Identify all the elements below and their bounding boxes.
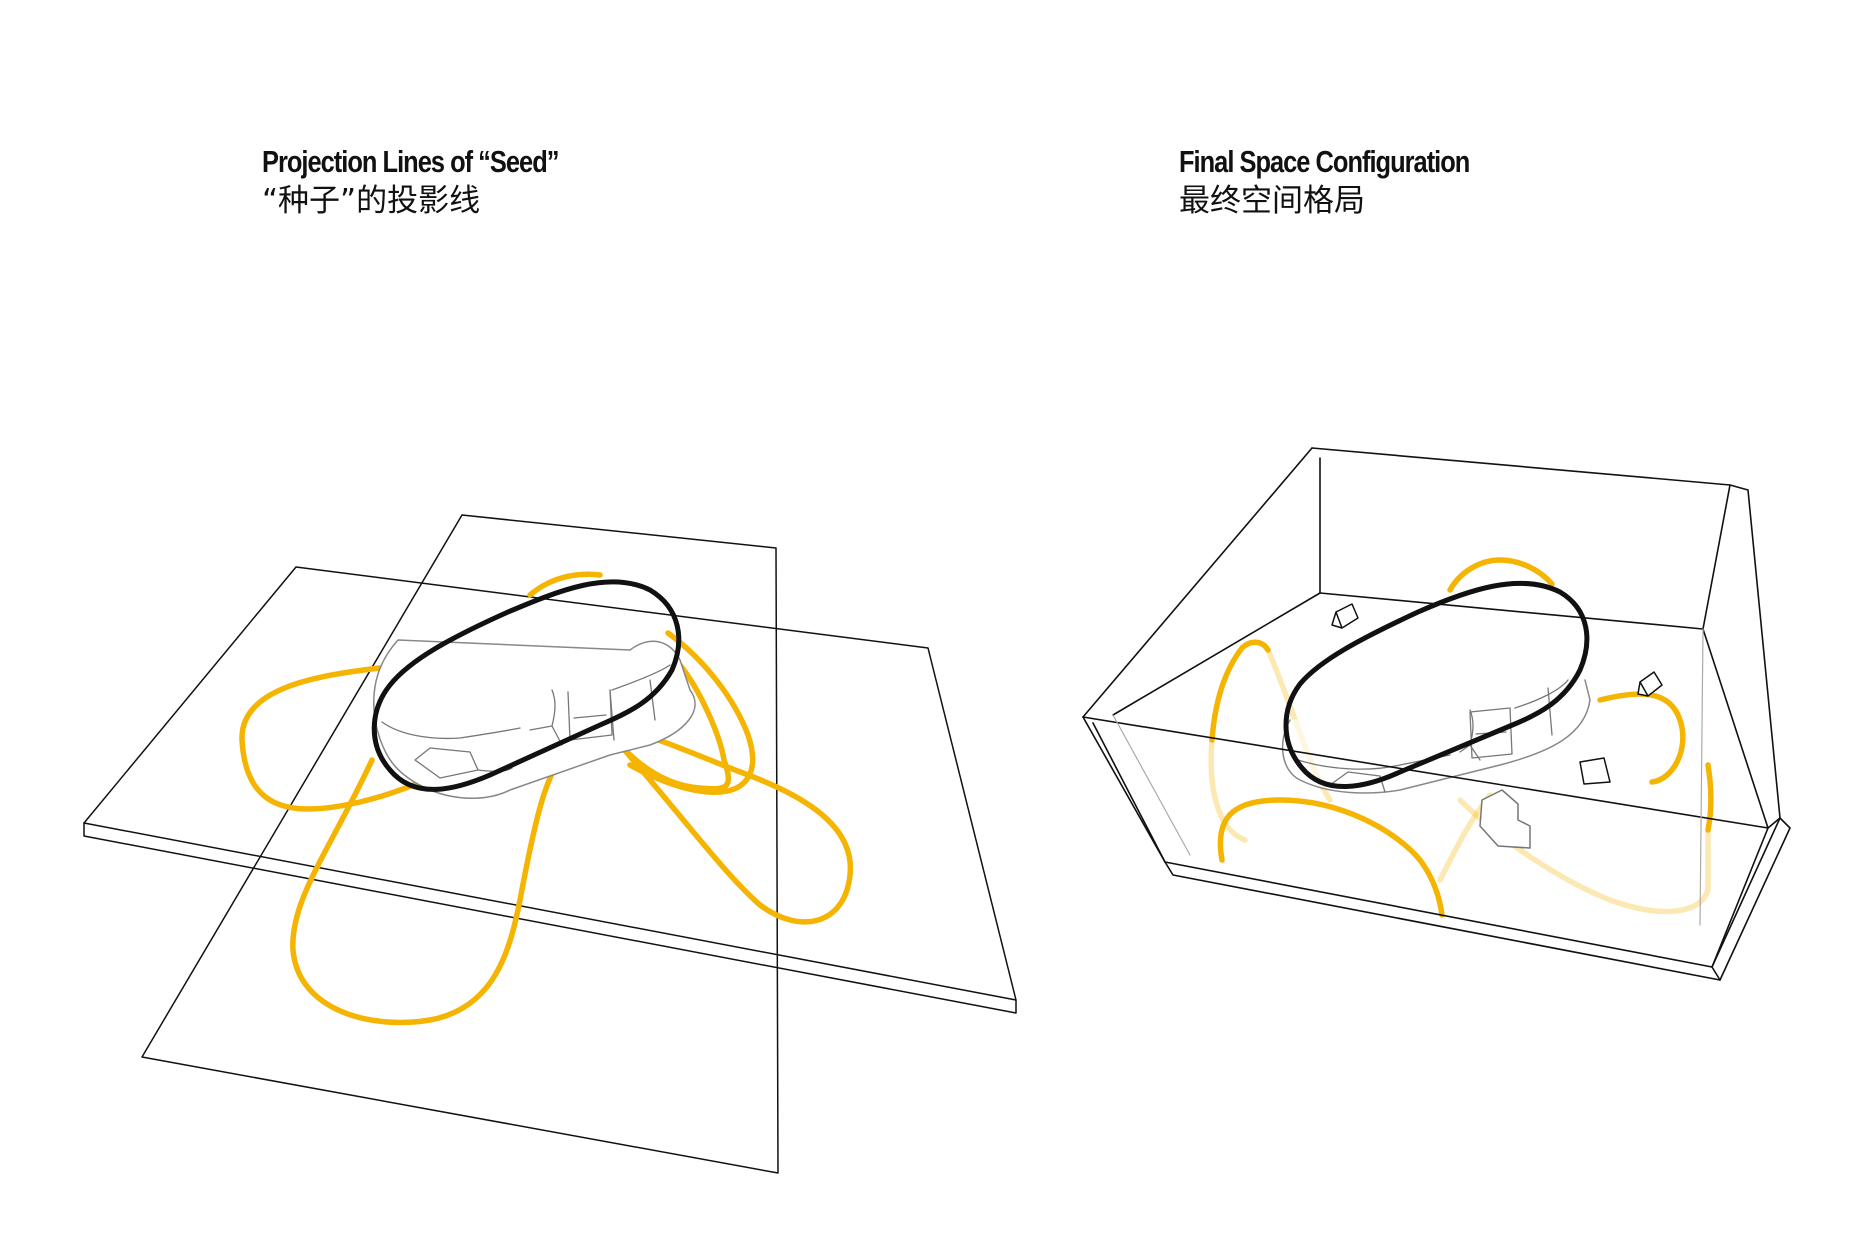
final-projection-loops xyxy=(1209,557,1714,918)
final-loop-top xyxy=(1447,557,1555,593)
projection-loop-top-right xyxy=(627,630,756,795)
projection-loop-lower xyxy=(290,757,563,1026)
projection-loop-right xyxy=(597,719,853,925)
projection-loops xyxy=(239,571,853,1026)
final-projection-loops-faded xyxy=(1208,647,1711,915)
final-loop-right-tall xyxy=(1705,762,1714,833)
seed-interior xyxy=(381,664,671,779)
final-loop-floor xyxy=(1217,797,1445,918)
final-loop-right-wall xyxy=(1597,691,1686,785)
seed-capsule xyxy=(371,579,696,799)
caption-title-en: Final Space Configuration xyxy=(1179,144,1470,179)
room-blocks xyxy=(1331,603,1663,849)
panel-projection-lines: Projection Lines of “Seed” “种子”的投影线 xyxy=(0,0,931,1250)
caption-projection-lines: Projection Lines of “Seed” “种子”的投影线 xyxy=(262,143,624,221)
block-floor xyxy=(1479,789,1531,849)
block-mid-right xyxy=(1579,757,1611,785)
block-back-left xyxy=(1331,603,1359,629)
caption-final-space: Final Space Configuration 最终空间格局 xyxy=(1179,143,1533,221)
left-diagram xyxy=(83,514,1017,1174)
projection-loop-top xyxy=(527,571,603,598)
room-front-walls xyxy=(1082,716,1791,981)
vertical-plane xyxy=(141,514,779,1174)
block-right xyxy=(1637,671,1663,697)
panel-final-space: Final Space Configuration 最终空间格局 xyxy=(931,0,1862,1250)
final-seed-capsule xyxy=(1281,580,1591,794)
caption-title-en: Projection Lines of “Seed” xyxy=(262,144,559,179)
right-diagram xyxy=(1082,447,1791,981)
final-seed-capsule-outline xyxy=(1283,580,1590,789)
caption-title-zh: “种子”的投影线 xyxy=(262,183,481,219)
room-back-walls xyxy=(1082,447,1781,829)
final-loop-left-wall xyxy=(1209,639,1271,743)
caption-title-zh: 最终空间格局 xyxy=(1179,183,1365,219)
seed-capsule-outline xyxy=(371,579,682,792)
room-glass-edges xyxy=(1112,628,1704,926)
projection-loop-upper-right xyxy=(622,662,732,792)
